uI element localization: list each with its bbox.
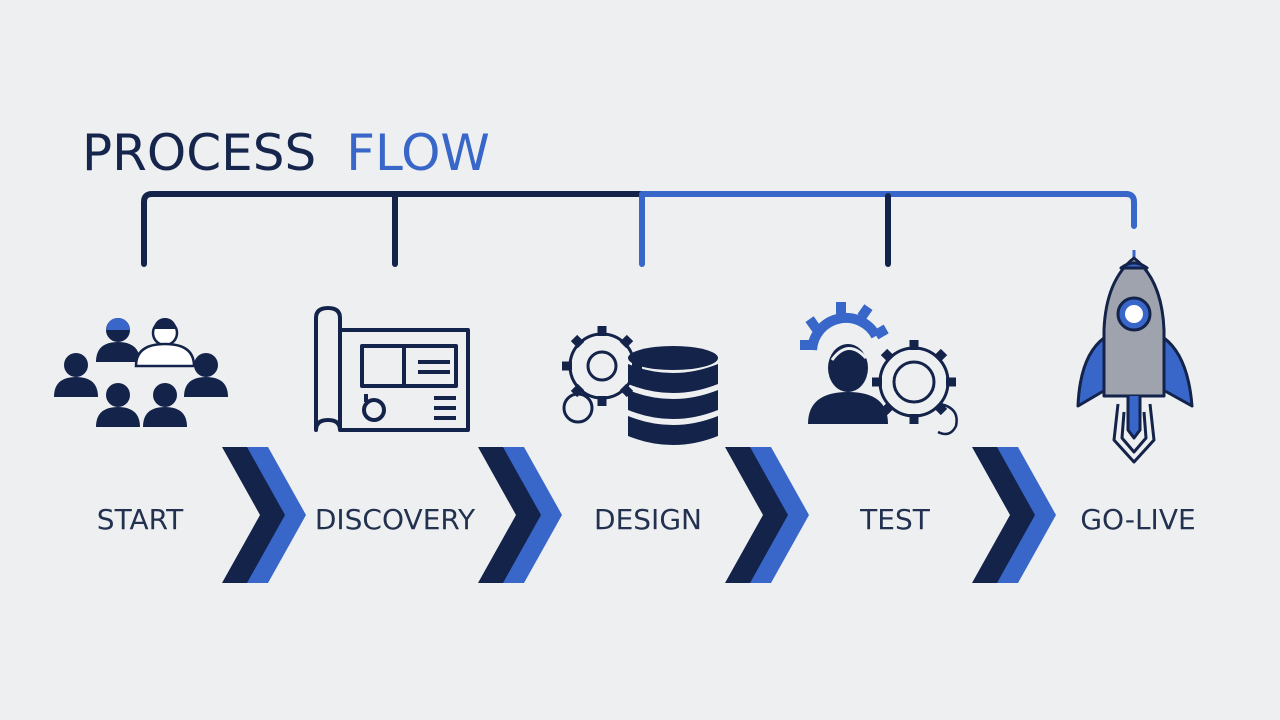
stage-label-test: TEST <box>860 503 930 536</box>
stage-label-start: START <box>96 503 184 536</box>
chevron-arrow-2 <box>478 447 562 583</box>
gears-database-icon <box>562 326 718 445</box>
team-people-icon <box>54 318 228 427</box>
blueprint-icon <box>314 306 470 432</box>
chevron-arrow-3 <box>725 447 809 583</box>
stage-label-discovery: DISCOVERY <box>314 503 476 536</box>
title-word-flow: FLOW <box>346 124 490 182</box>
bracket-connector <box>141 191 1137 267</box>
stage-label-go-live: GO-LIVE <box>1080 503 1196 536</box>
engineer-gears-icon <box>800 302 958 436</box>
stage-label-design: DESIGN <box>594 503 702 536</box>
chevron-arrow-4 <box>972 447 1056 583</box>
chevron-arrow-1 <box>222 447 306 583</box>
rocket-icon <box>1076 250 1194 464</box>
title-word-process: PROCESS <box>82 124 317 182</box>
